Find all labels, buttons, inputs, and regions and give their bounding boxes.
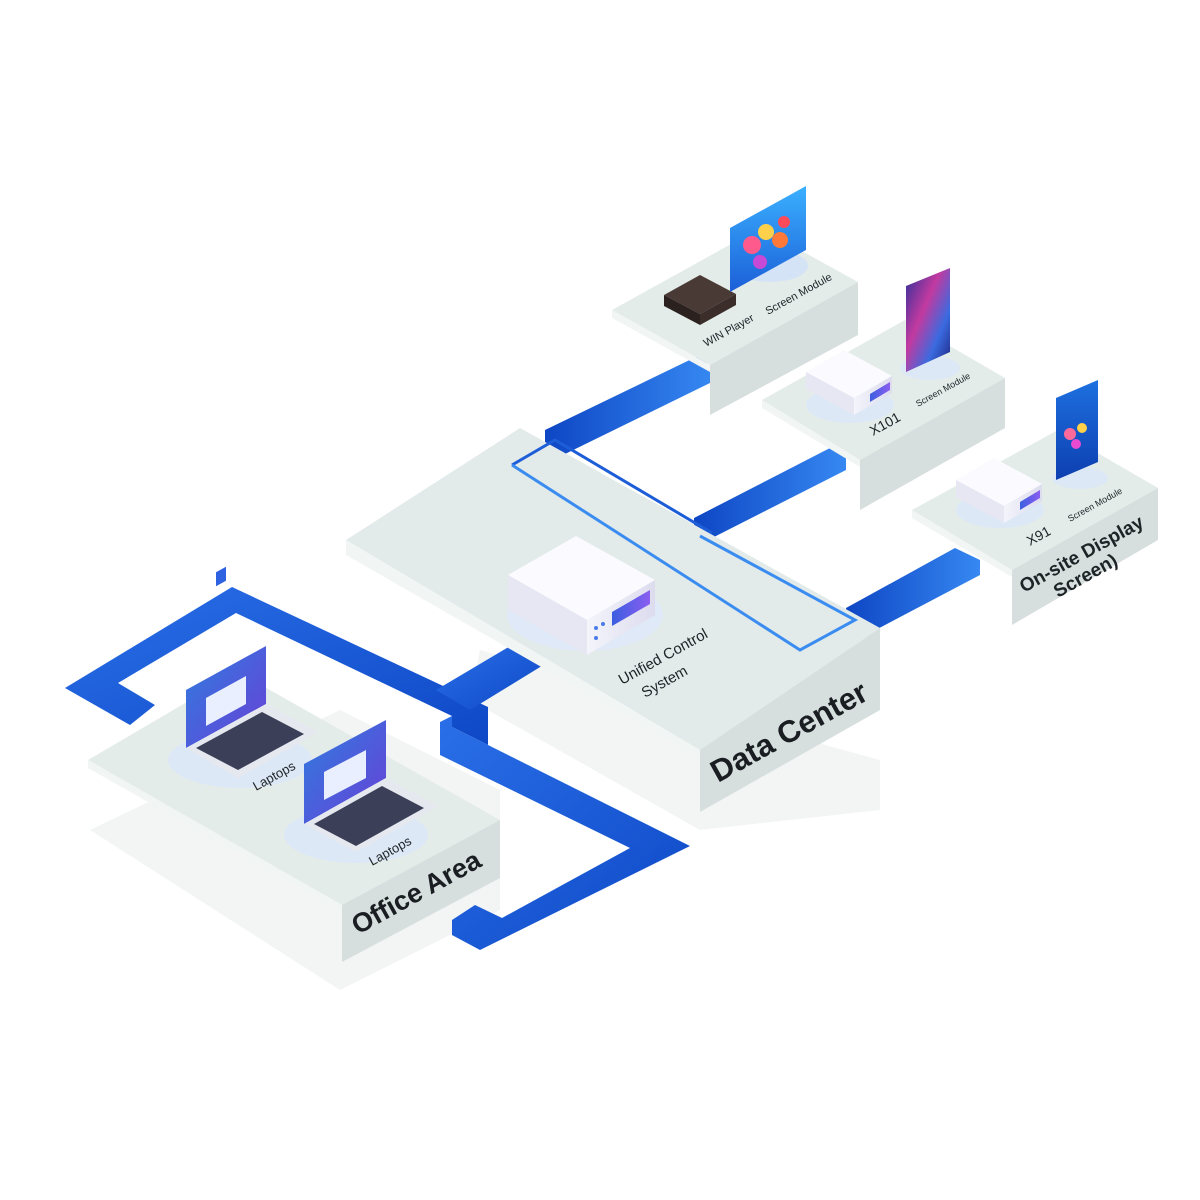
dc-fiber-line-1 (511, 438, 713, 535)
laptop-icon (304, 720, 438, 852)
office-platform-front (342, 820, 500, 962)
datacenter-platform-front (700, 628, 880, 812)
datacenter-platform-left (346, 540, 700, 758)
link-dc-x101 (694, 448, 846, 538)
link-dc-winplayer (545, 355, 712, 455)
x101-platform-left (762, 400, 860, 467)
office-link-loop (65, 587, 488, 745)
x91-phone-screen-icon (1056, 380, 1098, 480)
laptop-icon (186, 566, 318, 778)
display-screen-icon (730, 186, 806, 292)
x91-platform-front (1012, 488, 1158, 625)
office-platform-left (88, 760, 342, 912)
winplayer-platform-front (710, 282, 858, 415)
dc-fiber-line-2 (511, 463, 859, 652)
office-link-right (440, 716, 690, 950)
x91-controller-box-icon (956, 458, 1042, 523)
x101-platform-front (860, 378, 1005, 510)
phone-screen-icon (906, 268, 950, 372)
link-dc-x91 (846, 548, 980, 635)
x91-platform-left (912, 510, 1012, 577)
link-office-datacenter (436, 645, 545, 710)
x101-controller-box-icon (806, 350, 892, 415)
winplayer-platform-left (612, 310, 710, 372)
media-player-icon (664, 275, 736, 325)
controller-box-icon (508, 536, 655, 655)
